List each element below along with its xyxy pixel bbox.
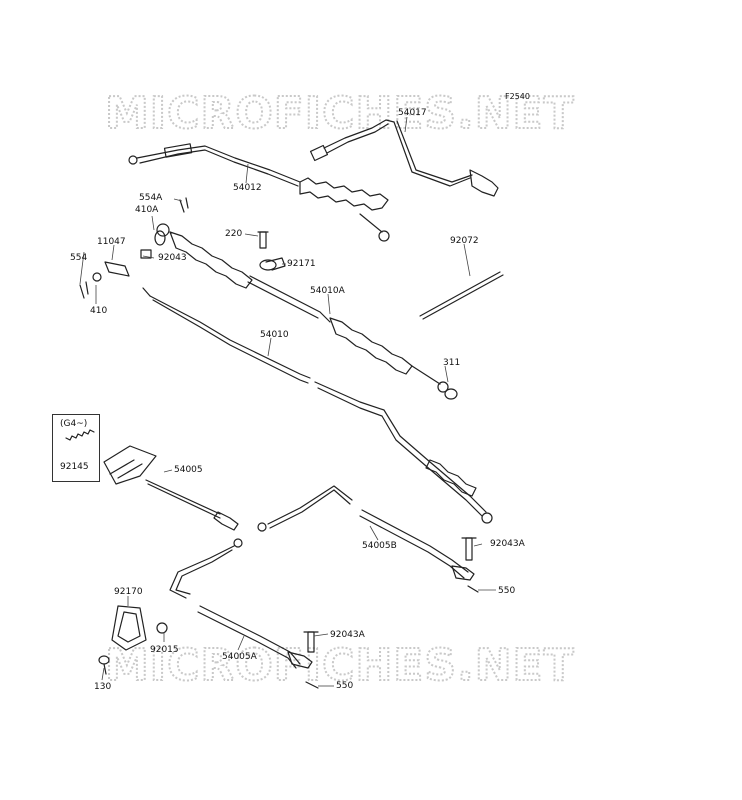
watermark-bottom: MICROFICHES.NET: [105, 640, 575, 691]
label-92171: 92171: [287, 259, 316, 269]
cable-54010: [142, 287, 493, 524]
label-550-upper: 550: [498, 586, 516, 596]
label-410: 410: [90, 306, 108, 316]
label-54010A: 54010A: [310, 286, 345, 296]
watermark-top: MICROFICHES.NET: [105, 88, 575, 139]
bracket-92170: [98, 605, 168, 675]
small-parts-cluster: [79, 197, 286, 299]
rod-92072: [419, 271, 504, 320]
figure-code: F2540: [505, 92, 530, 101]
nut-311: [444, 388, 458, 400]
label-92043A-upper: 92043A: [490, 539, 525, 549]
cable-54005: [103, 445, 239, 531]
label-220: 220: [225, 229, 243, 239]
label-92043A-lower: 92043A: [330, 630, 365, 640]
cable-54005A: [169, 538, 319, 689]
spring-92145: [65, 429, 95, 441]
label-92145: 92145: [60, 462, 89, 472]
cable-54012: [128, 143, 390, 242]
label-554A: 554A: [139, 193, 163, 203]
cable-54005B: [257, 485, 479, 593]
label-92170: 92170: [114, 587, 143, 597]
cable-54017: [309, 119, 499, 197]
label-554: 554: [70, 253, 88, 263]
label-54005B: 54005B: [362, 541, 397, 551]
label-54005A: 54005A: [222, 652, 257, 662]
label-410A: 410A: [135, 205, 159, 215]
label-54005: 54005: [174, 465, 203, 475]
label-92043: 92043: [158, 253, 187, 263]
inset-box-92145: [52, 414, 100, 482]
label-550-lower: 550: [336, 681, 354, 691]
label-92015: 92015: [150, 645, 179, 655]
label-130: 130: [94, 682, 112, 692]
leader-lines: [79, 116, 496, 687]
cable-54010A: [156, 223, 449, 393]
label-311: 311: [443, 358, 461, 368]
label-54010: 54010: [260, 330, 289, 340]
label-11047: 11047: [97, 237, 126, 247]
label-54017: 54017: [398, 108, 427, 118]
label-92072: 92072: [450, 236, 479, 246]
label-54012: 54012: [233, 183, 262, 193]
inset-note: (G4~): [60, 419, 88, 429]
